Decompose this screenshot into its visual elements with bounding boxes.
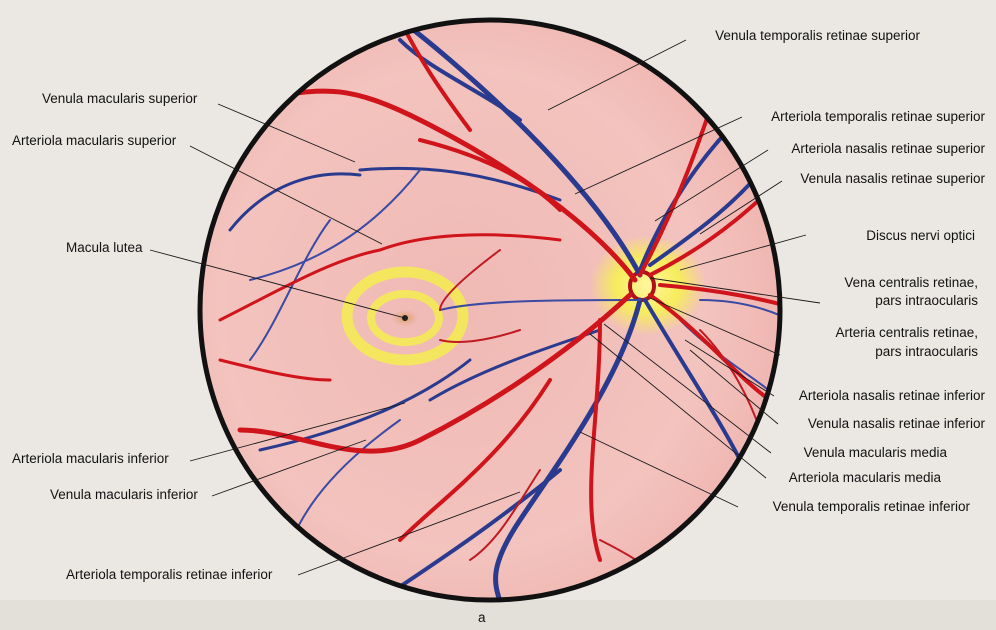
label-arteriola-macularis-media: Arteriola macularis media (789, 470, 942, 485)
label-venula-macularis-inferior: Venula macularis inferior (50, 487, 198, 502)
label-arteria-centralis-retinae-line2: pars intraocularis (875, 344, 978, 359)
label-macula-lutea: Macula lutea (66, 240, 143, 255)
label-arteriola-nasalis-retinae-superior: Arteriola nasalis retinae superior (791, 141, 985, 156)
label-venula-macularis-superior: Venula macularis superior (42, 91, 198, 106)
label-venula-nasalis-retinae-inferior: Venula nasalis retinae inferior (808, 416, 986, 431)
label-vena-centralis-retinae-line2: pars intraocularis (875, 293, 978, 308)
label-arteriola-nasalis-retinae-inferior: Arteriola nasalis retinae inferior (799, 388, 986, 403)
figure-caption: a (478, 610, 486, 625)
label-arteriola-temporalis-retinae-inferior: Arteriola temporalis retinae inferior (66, 567, 273, 582)
label-arteriola-temporalis-retinae-superior: Arteriola temporalis retinae superior (771, 109, 985, 124)
label-venula-temporalis-retinae-superior: Venula temporalis retinae superior (715, 28, 920, 43)
label-venula-temporalis-retinae-inferior: Venula temporalis retinae inferior (773, 499, 971, 514)
label-discus-nervi-optici: Discus nervi optici (866, 228, 975, 243)
label-arteria-centralis-retinae-line1: Arteria centralis retinae, (835, 325, 978, 340)
label-arteriola-macularis-superior: Arteriola macularis superior (12, 133, 177, 148)
label-vena-centralis-retinae-line1: Vena centralis retinae, (844, 275, 978, 290)
label-venula-nasalis-retinae-superior: Venula nasalis retinae superior (800, 171, 985, 186)
label-venula-macularis-media: Venula macularis media (804, 445, 948, 460)
label-arteriola-macularis-inferior: Arteriola macularis inferior (12, 451, 169, 466)
